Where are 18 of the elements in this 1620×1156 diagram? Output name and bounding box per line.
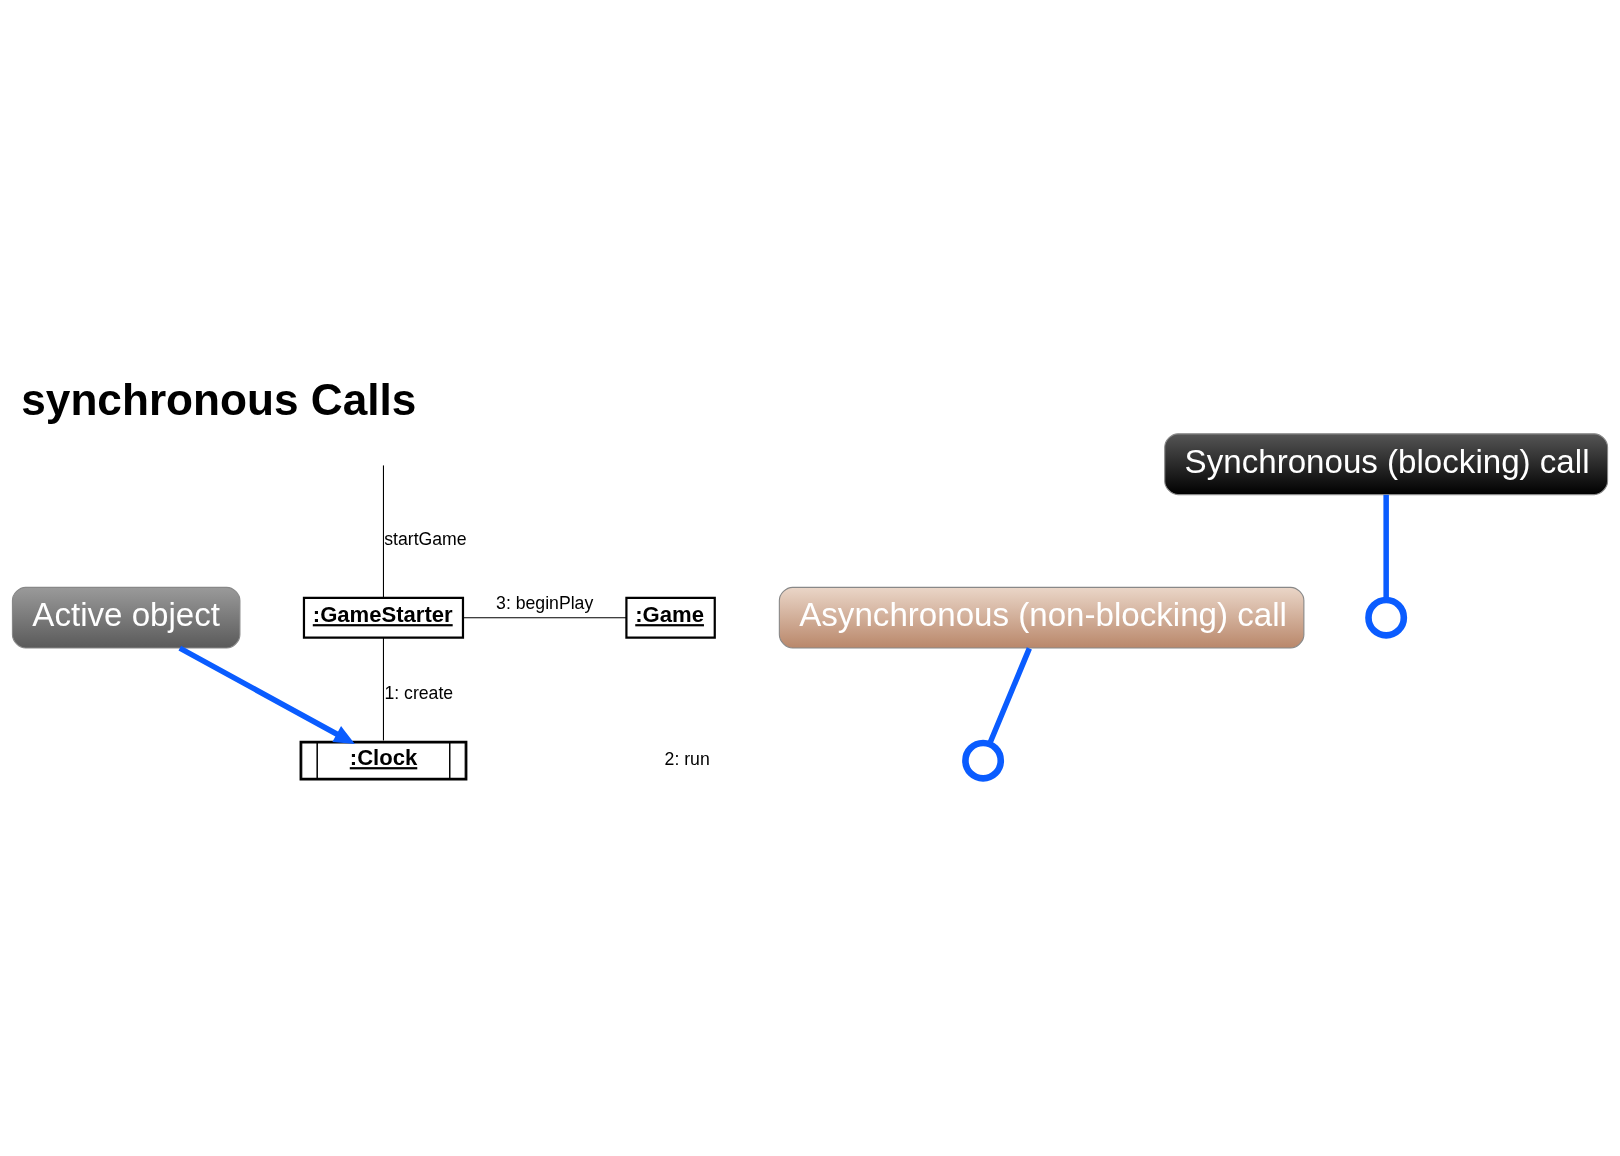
connector xyxy=(1383,494,1389,600)
node-circle xyxy=(1365,596,1408,639)
node-box: Active object xyxy=(11,586,241,649)
edge-label: startGame xyxy=(384,528,467,549)
connector xyxy=(987,646,1032,745)
edge-label: 3: beginPlay xyxy=(496,592,594,613)
connector xyxy=(382,636,385,741)
edge-label: 1: create xyxy=(384,682,454,703)
node-box: Synchronous (blocking) call xyxy=(1164,432,1609,495)
label: 2: run xyxy=(664,748,710,769)
node-box: :Game xyxy=(625,596,716,639)
diagram-title: synchronous Calls xyxy=(21,374,417,424)
node-circle xyxy=(962,739,1005,782)
node-box: :GameStarter xyxy=(302,596,465,639)
connector xyxy=(462,616,627,618)
arrow xyxy=(178,645,355,744)
node-box: Asynchronous (non-blocking) call xyxy=(778,586,1305,649)
connector xyxy=(382,464,385,598)
